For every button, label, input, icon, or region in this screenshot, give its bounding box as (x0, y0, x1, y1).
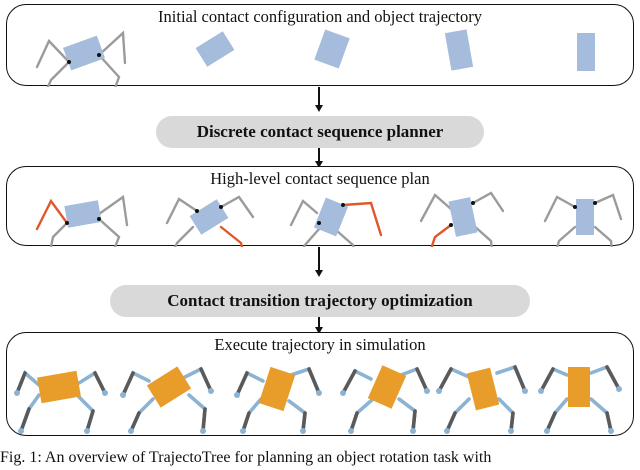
simulation-panel: Execute trajectory in simulation (6, 332, 634, 436)
object-step-4 (444, 29, 474, 71)
object-final (577, 33, 595, 71)
contact-point (67, 60, 71, 64)
object-initial (62, 35, 106, 71)
initial-legs (35, 30, 127, 87)
plan-robot-1 (35, 194, 129, 247)
simulation-figure (14, 364, 622, 434)
plan-robot-4 (419, 191, 505, 247)
sim-robot-5 (436, 364, 528, 434)
sim-robot-1 (14, 369, 108, 434)
sim-robot-6 (538, 364, 622, 434)
sim-robot-4 (340, 365, 430, 434)
initial-configuration-figure (35, 29, 595, 87)
initial-panel-title: Initial contact configuration and object… (158, 7, 482, 26)
plan-panel-title: High-level contact sequence plan (210, 169, 430, 188)
contact-point (97, 53, 101, 57)
plan-robot-5 (543, 193, 623, 247)
optimization-step: Contact transition trajectory optimizati… (110, 285, 530, 317)
sim-robot-2 (120, 366, 214, 434)
initial-configuration-panel: Initial contact configuration and object… (6, 4, 634, 87)
sim-robot-3 (234, 366, 322, 434)
figure-caption: Fig. 1: An overview of TrajectoTree for … (0, 449, 492, 466)
contact-plan-panel: High-level contact sequence plan (6, 166, 634, 247)
object-step-3 (314, 29, 350, 69)
plan-robot-2 (165, 195, 255, 247)
contact-plan-figure (35, 191, 623, 247)
object-step-2 (195, 31, 235, 67)
planner-step: Discrete contact sequence planner (156, 116, 484, 148)
plan-robot-3 (289, 197, 383, 247)
execute-panel-title: Execute trajectory in simulation (214, 335, 426, 354)
